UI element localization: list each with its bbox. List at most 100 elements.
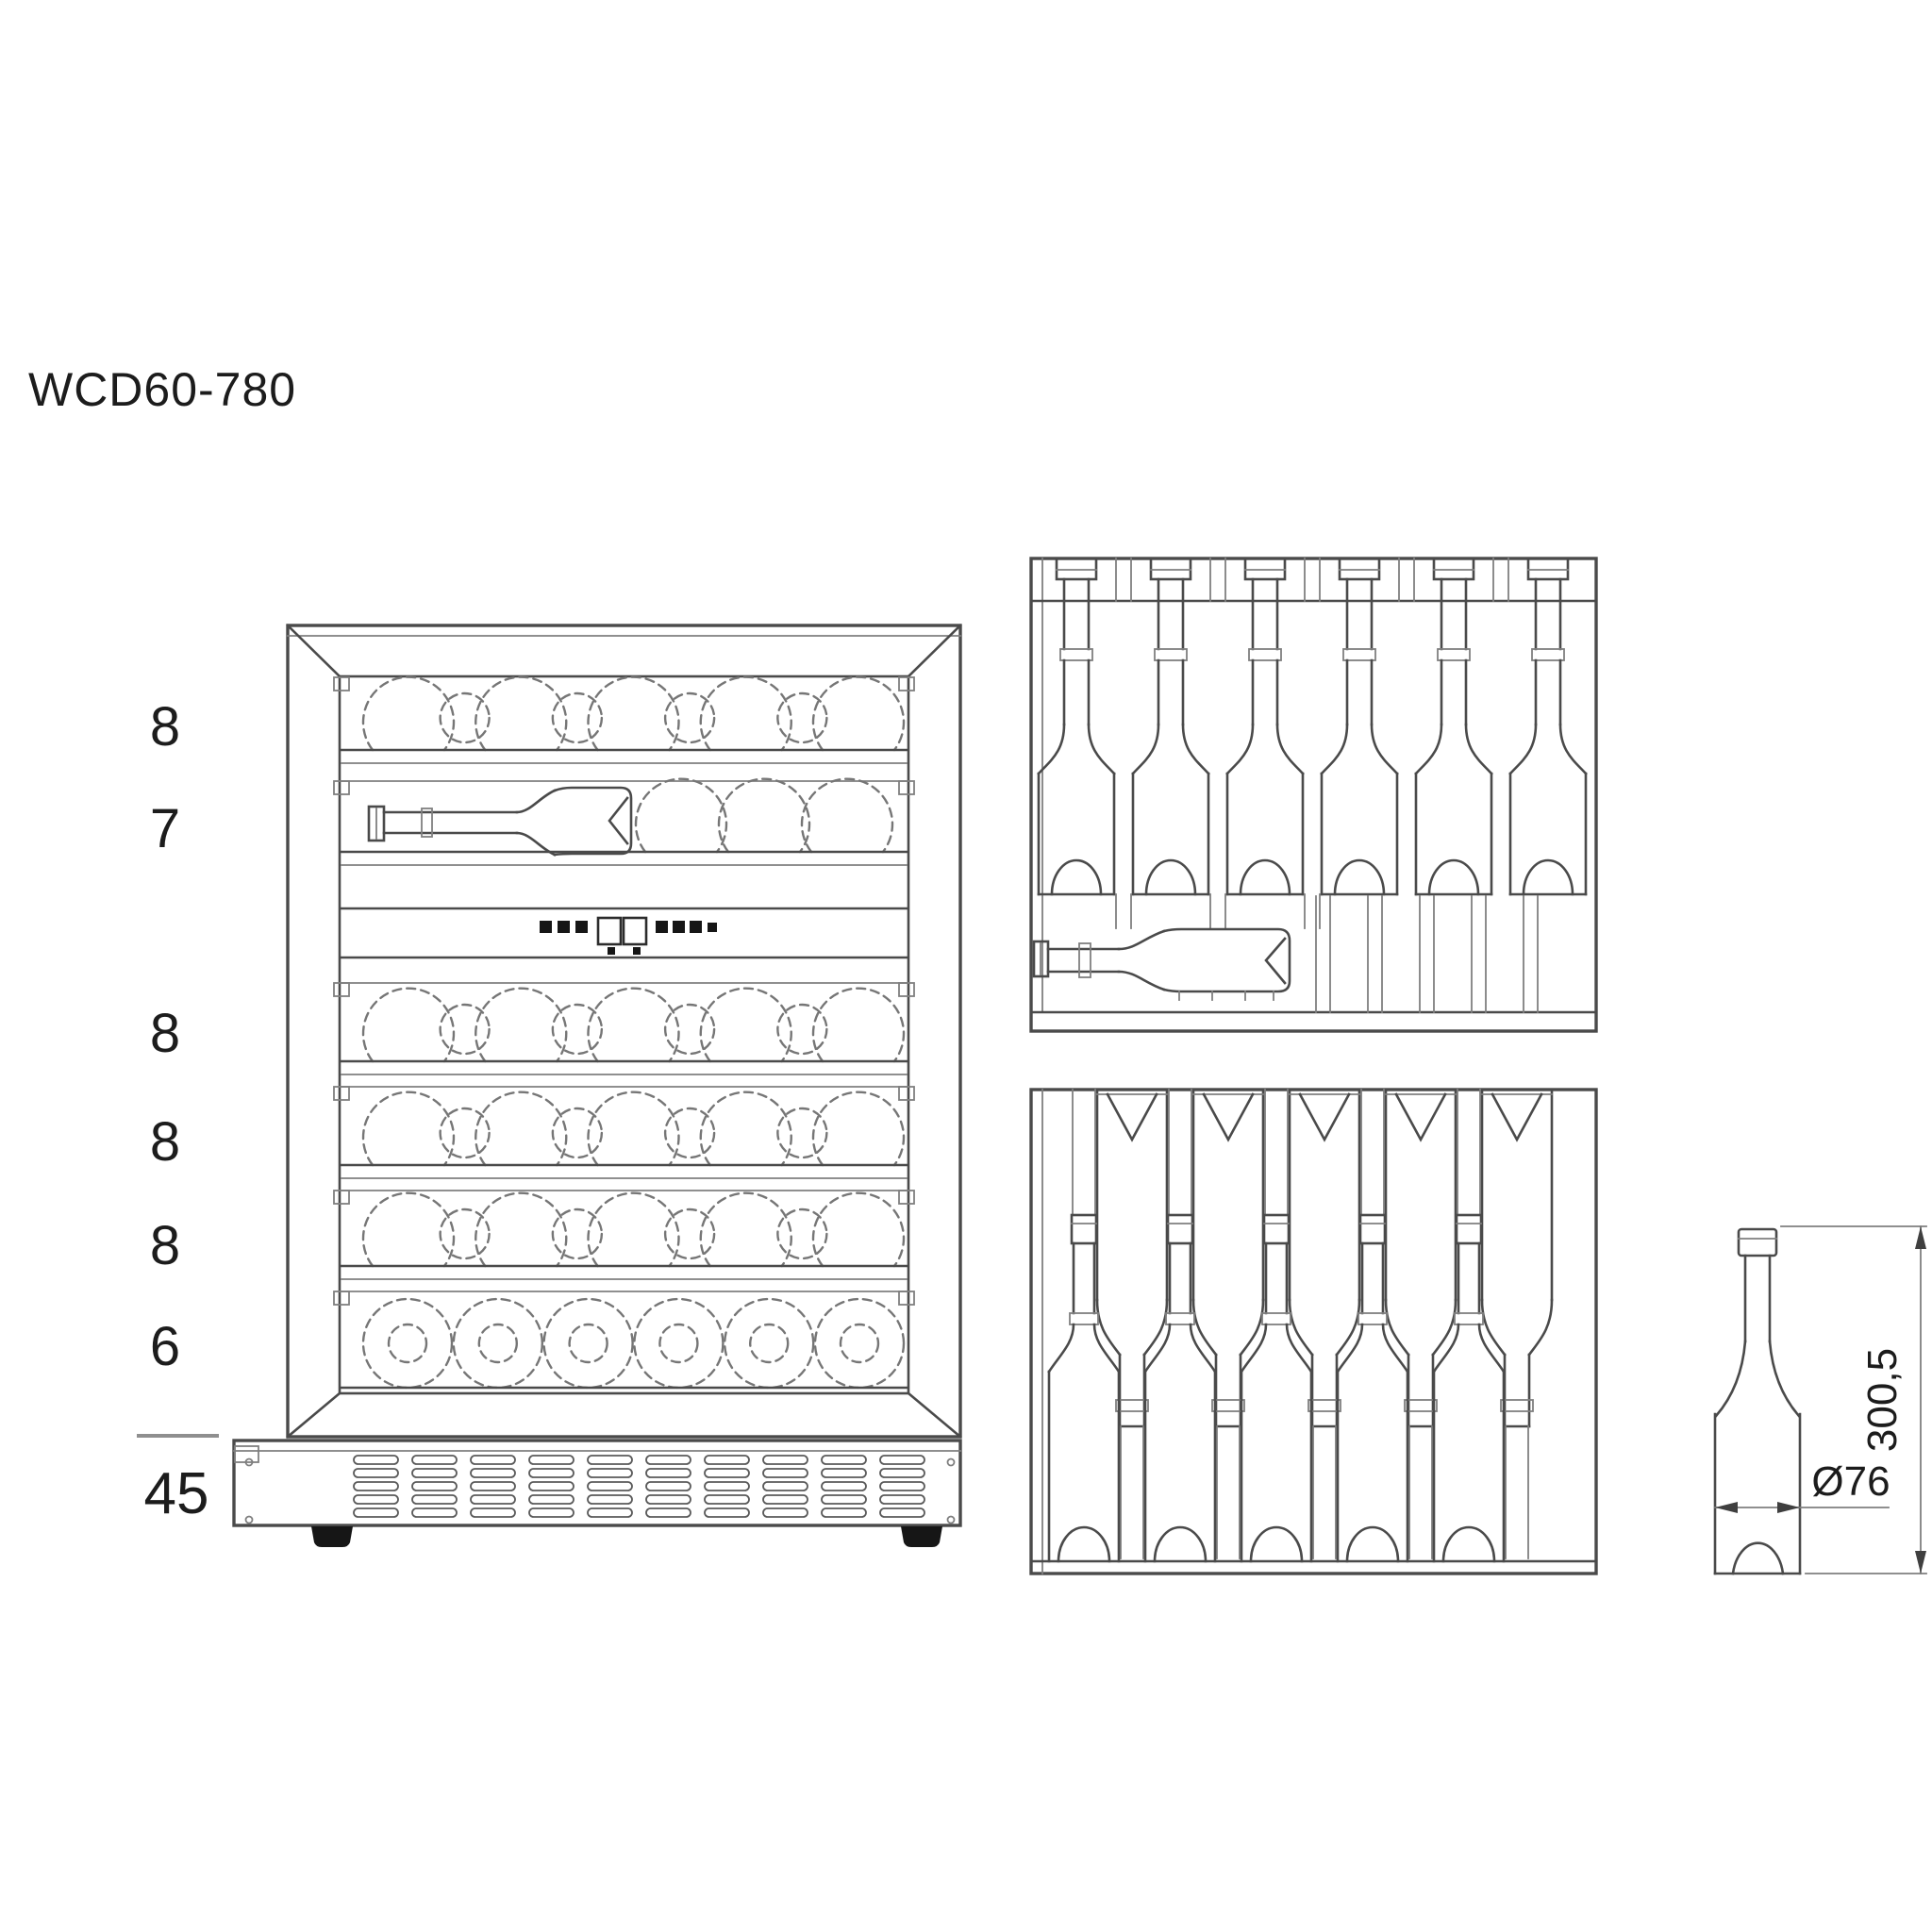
bottle-bottom-arc xyxy=(811,987,906,1063)
vent-slot xyxy=(821,1455,867,1465)
vent-slot xyxy=(645,1481,691,1491)
bottle-punt xyxy=(1441,1525,1496,1563)
control-panel xyxy=(340,907,908,959)
standing-bottle xyxy=(1508,557,1588,896)
vent-slot xyxy=(411,1455,458,1465)
vent-slot xyxy=(821,1494,867,1505)
bottle-bottom-arc xyxy=(475,1191,568,1268)
bottle-collar xyxy=(1437,648,1471,661)
shelf-bracket-right xyxy=(898,982,915,997)
ventilation-grille xyxy=(353,1455,925,1518)
vent-slot xyxy=(411,1494,458,1505)
bottle-punt-circle xyxy=(477,1323,518,1364)
bottle-punt xyxy=(1050,858,1103,896)
vent-slot xyxy=(528,1507,575,1518)
panel-button xyxy=(540,921,552,933)
bottle-neck-circle xyxy=(663,1107,716,1159)
bottle-base-circle xyxy=(724,1297,815,1390)
bottle-bottom-arc xyxy=(811,1191,906,1268)
bottle-mouth xyxy=(1070,1213,1098,1245)
bottle-punt xyxy=(1239,858,1291,896)
vent-slot xyxy=(470,1507,516,1518)
shelf-row xyxy=(333,1291,915,1390)
bottle-bottom-arc xyxy=(475,1091,568,1167)
bottle-collar xyxy=(1248,648,1282,661)
bottle-neck-circle xyxy=(551,691,604,744)
bottle-bottom-arc xyxy=(800,777,894,854)
standing-bottle xyxy=(1320,557,1399,896)
vent-slot xyxy=(587,1455,633,1465)
bevel-top-left xyxy=(286,624,341,678)
shelf-bracket-left xyxy=(333,1086,350,1101)
vent-slot xyxy=(528,1481,575,1491)
shelf-bracket-left xyxy=(333,780,350,795)
panel-button xyxy=(656,921,668,933)
panel-button xyxy=(558,921,570,933)
display-indicator xyxy=(633,947,641,955)
bottle-base-circle xyxy=(542,1297,634,1390)
standing-bottle xyxy=(1131,557,1210,896)
bottle-mouth xyxy=(1166,1213,1194,1245)
arrow-right-icon xyxy=(1777,1502,1800,1513)
vent-slot xyxy=(470,1494,516,1505)
top-shelf-view xyxy=(1029,557,1598,1033)
bottle-collar xyxy=(421,808,433,838)
vent-slot xyxy=(821,1481,867,1491)
shelf-bracket-right xyxy=(898,1291,915,1306)
bottle-punt-circle xyxy=(839,1323,880,1364)
bottle-neck-down xyxy=(1480,1088,1554,1559)
arrow-down-icon xyxy=(1915,1551,1926,1574)
bottle-base-circle xyxy=(813,1297,906,1390)
bottle-bottom-arc xyxy=(811,1091,906,1167)
bottle-collar xyxy=(1261,1312,1291,1325)
lying-bottle xyxy=(367,786,633,857)
arrow-up-icon xyxy=(1915,1226,1926,1249)
vent-slot xyxy=(704,1494,750,1505)
shelf-bracket-right xyxy=(898,1190,915,1205)
bevel-bottom-right xyxy=(907,1391,962,1439)
bottle-neck-up xyxy=(1047,1089,1121,1563)
bottle-bottom-arc xyxy=(475,675,568,752)
vent-slot xyxy=(762,1507,808,1518)
bottle-neck-circle xyxy=(439,1208,491,1260)
bottle-bottom-arc xyxy=(717,777,811,854)
arrow-left-icon xyxy=(1715,1502,1738,1513)
bottle-punt xyxy=(1298,1092,1351,1142)
right-foot xyxy=(901,1526,942,1547)
bottle-neck-circle xyxy=(439,691,491,744)
bevel-bottom-left xyxy=(286,1391,341,1439)
bottle-collar xyxy=(1059,648,1093,661)
bottle-bottom-arc xyxy=(475,987,568,1063)
vent-slot xyxy=(762,1455,808,1465)
temperature-display-upper xyxy=(596,916,623,946)
bottle-neck-circle xyxy=(551,1208,604,1260)
vent-slot xyxy=(879,1481,925,1491)
height-dimension-label: 300,5 xyxy=(1859,1348,1906,1452)
shelf-count-label: 8 xyxy=(150,696,180,758)
bottle-neck-down xyxy=(1288,1088,1361,1559)
vent-slot xyxy=(353,1507,399,1518)
bottle-neck-down xyxy=(1384,1088,1457,1559)
diameter-dimension: Ø76 xyxy=(1714,1458,1890,1513)
bottle-bottom-arc xyxy=(699,1191,792,1268)
bottle-punt xyxy=(1345,1525,1400,1563)
bottle-collar xyxy=(1115,1399,1149,1412)
plinth xyxy=(232,1439,962,1547)
bottle-bottom-arc xyxy=(699,1091,792,1167)
vent-slot xyxy=(704,1455,750,1465)
bottle-bottom-arc xyxy=(634,777,728,854)
screw-icon xyxy=(244,1457,254,1467)
bottle-punt-circle xyxy=(568,1323,608,1364)
shelf-count-label: 8 xyxy=(150,1003,180,1064)
vent-slot xyxy=(528,1494,575,1505)
bottle-punt-circle xyxy=(749,1323,790,1364)
bottle-collar xyxy=(1154,648,1188,661)
bottle-neck-circle xyxy=(439,1003,491,1056)
shelf-count-label: 8 xyxy=(150,1111,180,1173)
bottle-neck-up xyxy=(1336,1089,1409,1563)
bottle-mouth xyxy=(367,805,386,842)
bottle-punt xyxy=(1153,1525,1208,1563)
bottle-neck-circle xyxy=(776,691,828,744)
bottle-dimension-view: 300,5 Ø76 xyxy=(1713,1225,1927,1575)
